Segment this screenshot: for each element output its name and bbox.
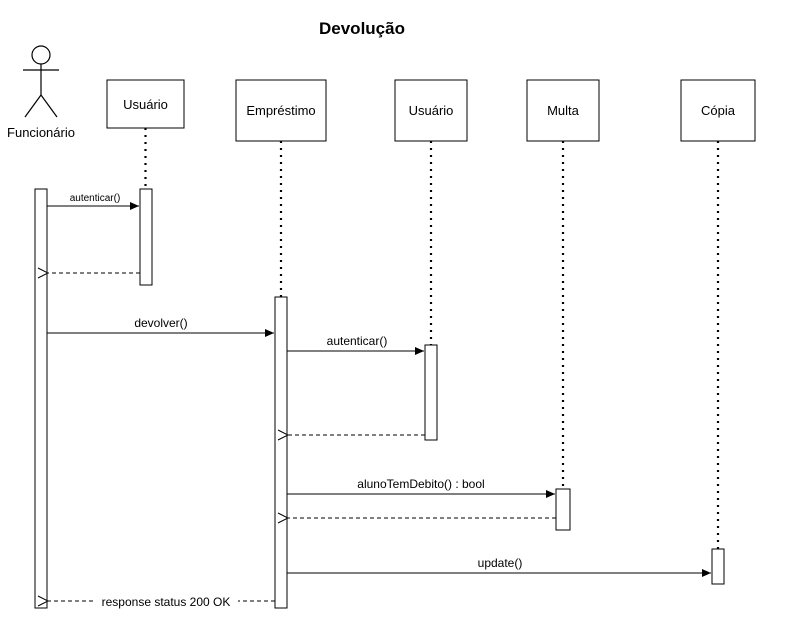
activation-copia xyxy=(711,548,725,585)
activation-funcionario xyxy=(34,188,48,609)
message-aluno-tem-debito: alunoTemDebito() : bool xyxy=(287,477,555,498)
message-label: devolver() xyxy=(134,316,187,330)
activation-bars xyxy=(34,188,725,609)
actor-label: Funcionário xyxy=(7,125,75,140)
message-label: autenticar() xyxy=(327,334,388,348)
diagram-title: Devolução xyxy=(319,19,405,38)
lifeline-label: Empréstimo xyxy=(246,103,315,118)
lifeline-multa: Multa xyxy=(526,79,600,142)
actor-funcionario: Funcionário xyxy=(7,45,75,140)
stick-figure-icon xyxy=(23,45,59,118)
message-label: alunoTemDebito() : bool xyxy=(357,477,484,491)
dotted-lifelines xyxy=(144,128,720,549)
activation-multa xyxy=(555,488,571,531)
lifeline-label: Cópia xyxy=(701,103,736,118)
lifeline-usuario-1: Usuário xyxy=(106,79,185,129)
message-autenticar-2: autenticar() xyxy=(287,334,424,355)
lifeline-usuario-2: Usuário xyxy=(394,79,468,142)
lifeline-emprestimo: Empréstimo xyxy=(235,79,327,142)
message-label: response status 200 OK xyxy=(102,595,231,609)
lifeline-copia: Cópia xyxy=(680,79,756,142)
lifeline-label: Usuário xyxy=(409,103,454,118)
return-response: response status 200 OK xyxy=(48,594,275,609)
message-devolver: devolver() xyxy=(47,316,274,337)
activation-emprestimo xyxy=(274,296,288,609)
message-label: update() xyxy=(478,556,523,570)
message-label: autenticar() xyxy=(70,193,121,204)
message-update: update() xyxy=(287,556,711,577)
activation-usuario-2 xyxy=(424,344,438,441)
lifeline-label: Multa xyxy=(547,103,580,118)
message-autenticar-1: autenticar() xyxy=(47,193,139,210)
lifeline-label: Usuário xyxy=(123,97,168,112)
activation-usuario-1 xyxy=(139,188,153,286)
